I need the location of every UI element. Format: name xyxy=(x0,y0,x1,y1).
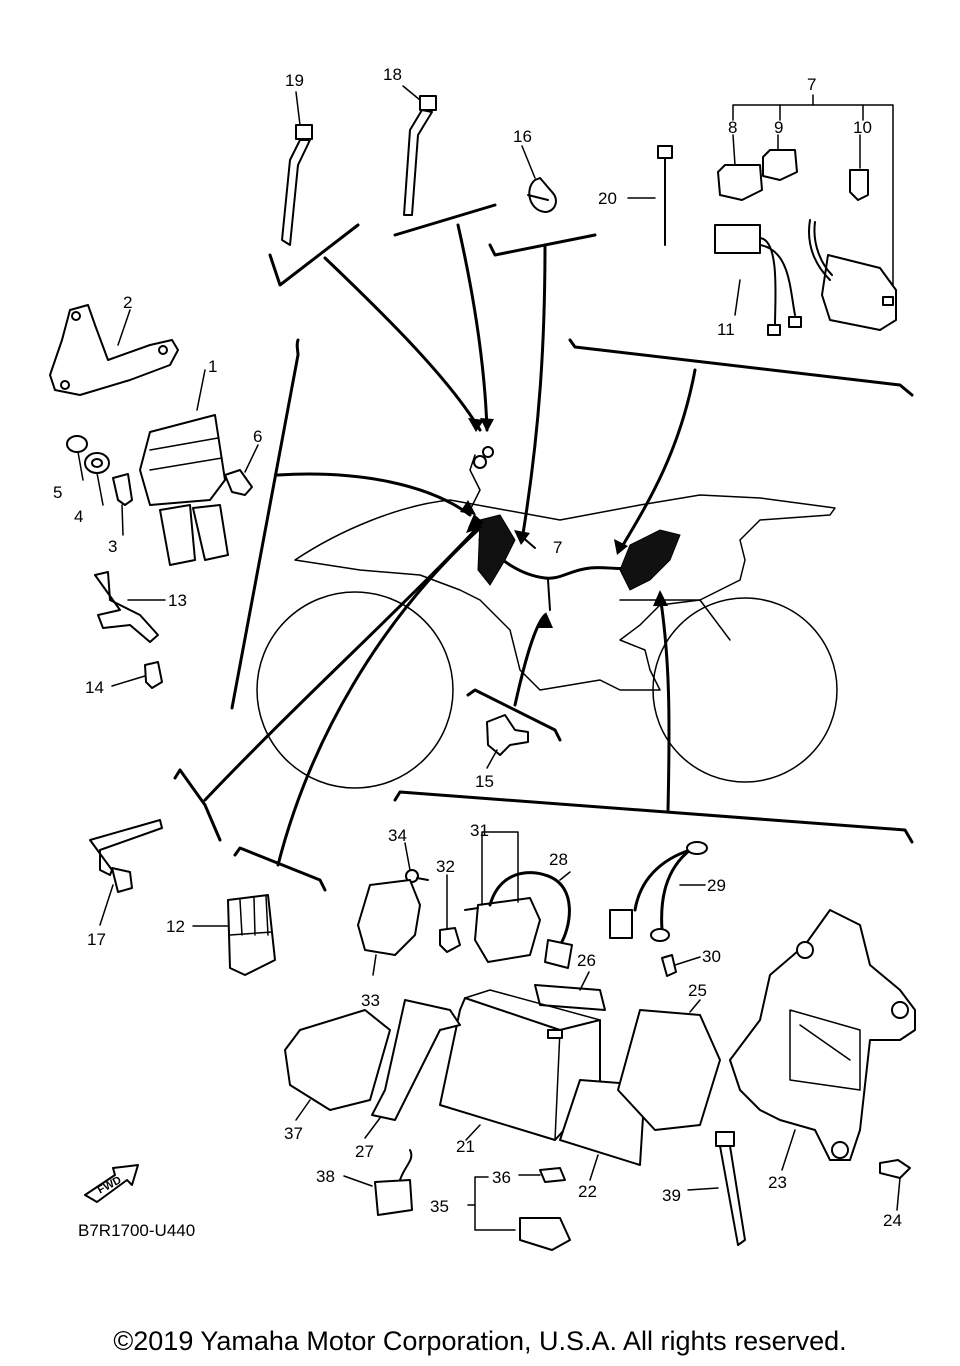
callout-39: 39 xyxy=(662,1186,681,1205)
part-35-fuse-holder xyxy=(519,1217,571,1251)
callout-11: 11 xyxy=(717,320,735,339)
callout-7-installed: 7 xyxy=(553,538,562,557)
callout-arrowheads xyxy=(460,418,668,628)
part-13-bracket xyxy=(94,571,159,643)
callout-25: 25 xyxy=(688,981,707,1000)
installed-harness xyxy=(473,446,681,611)
part-1-regulator xyxy=(139,414,229,566)
group-7-bracket xyxy=(732,94,894,311)
callout-24: 24 xyxy=(883,1211,902,1230)
callout-2: 2 xyxy=(123,293,132,312)
callout-36: 36 xyxy=(492,1168,511,1187)
part-37-cover xyxy=(284,1009,391,1111)
part-15-bolt xyxy=(486,714,529,756)
label-leaders xyxy=(77,85,901,1231)
callout-8: 8 xyxy=(728,118,737,137)
part-6-bolt xyxy=(224,469,253,496)
callout-33: 33 xyxy=(361,991,380,1010)
callout-15: 15 xyxy=(475,772,494,791)
part-28-cable xyxy=(488,871,573,969)
part-12-relay xyxy=(227,894,276,976)
part-38-sensor xyxy=(374,1149,413,1216)
part-24-bolt xyxy=(879,1159,911,1179)
callout-4: 4 xyxy=(74,507,83,526)
part-31-starter-relay xyxy=(464,897,541,963)
callout-12: 12 xyxy=(166,917,185,936)
part-25-sheet xyxy=(617,1009,721,1131)
callout-7-group: 7 xyxy=(807,75,816,94)
part-16-clamp xyxy=(527,177,557,213)
part-27-holder xyxy=(371,999,461,1121)
part-32-clip xyxy=(439,927,461,953)
callout-10: 10 xyxy=(853,118,872,137)
callout-13: 13 xyxy=(168,591,187,610)
part-19-cable-tie xyxy=(281,124,313,246)
callout-38: 38 xyxy=(316,1167,335,1186)
part-17-tie-bracket xyxy=(89,819,163,893)
callout-labels: 1 2 3 4 5 6 7 7 8 9 10 11 12 13 14 15 16… xyxy=(53,65,902,1230)
part-36-fuse xyxy=(539,1167,566,1183)
part-4-grommet xyxy=(84,452,110,474)
callout-28: 28 xyxy=(549,850,568,869)
part-34-screw xyxy=(405,869,429,883)
callout-22: 22 xyxy=(578,1182,597,1201)
part-7-fuse-box xyxy=(808,219,897,331)
callout-19: 19 xyxy=(285,71,304,90)
callout-1: 1 xyxy=(208,357,217,376)
part-20-tie xyxy=(657,145,673,246)
part-8-fuse xyxy=(717,164,763,201)
callout-23: 23 xyxy=(768,1173,787,1192)
part-14-bolt xyxy=(144,661,163,689)
part-30-bolt xyxy=(661,954,677,977)
callout-leader-lines xyxy=(173,203,914,892)
part-11-connector xyxy=(714,224,802,336)
part-26-pad xyxy=(534,984,606,1011)
callout-34: 34 xyxy=(388,826,407,845)
motorcycle-outline xyxy=(256,454,838,789)
callout-17: 17 xyxy=(87,930,106,949)
callout-30: 30 xyxy=(702,947,721,966)
callout-18: 18 xyxy=(383,65,402,84)
callout-9: 9 xyxy=(774,118,783,137)
callout-26: 26 xyxy=(577,951,596,970)
callout-16: 16 xyxy=(513,127,532,146)
callout-31: 31 xyxy=(470,821,489,840)
part-3-bolt xyxy=(112,473,133,506)
copyright-notice: ©2019 Yamaha Motor Corporation, U.S.A. A… xyxy=(113,1326,846,1356)
part-9-fuse xyxy=(762,149,798,181)
callout-32: 32 xyxy=(436,857,455,876)
part-2-bracket xyxy=(49,304,179,396)
callout-14: 14 xyxy=(85,678,104,697)
part-29-battery-cable xyxy=(609,841,708,942)
callout-27: 27 xyxy=(355,1142,374,1161)
callout-37: 37 xyxy=(284,1124,303,1143)
diagram-code: B7R1700-U440 xyxy=(78,1221,195,1240)
part-33-cover xyxy=(357,879,421,956)
part-18-cable-tie xyxy=(403,95,437,216)
part-10-fuse xyxy=(849,169,869,201)
callout-35: 35 xyxy=(430,1197,449,1216)
part-23-battery-box xyxy=(729,909,916,1161)
callout-3: 3 xyxy=(108,537,117,556)
part-5-collar xyxy=(66,435,88,453)
callout-5: 5 xyxy=(53,483,62,502)
callout-6: 6 xyxy=(253,427,262,446)
callout-29: 29 xyxy=(707,876,726,895)
callout-20: 20 xyxy=(598,189,617,208)
fwd-arrow-icon: FWD xyxy=(84,1164,139,1203)
part-39-tie xyxy=(715,1131,746,1246)
callout-21: 21 xyxy=(456,1137,475,1156)
